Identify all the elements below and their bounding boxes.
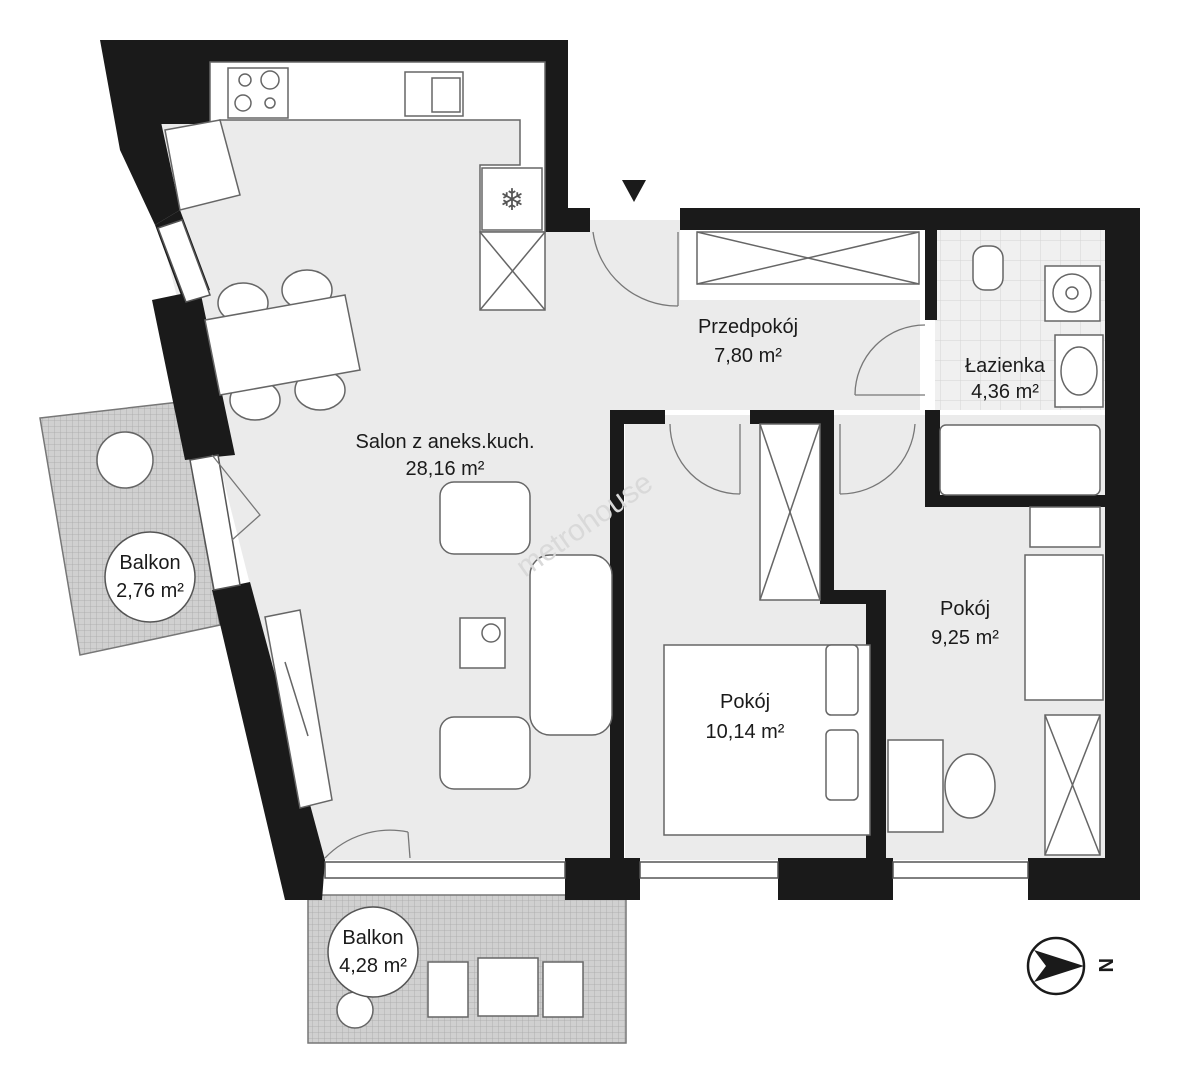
- pokoj-center-name: Pokój: [720, 691, 770, 713]
- balkon-bottom-area: 4,28 m²: [339, 955, 407, 977]
- pokoj-right-area: 9,25 m²: [931, 627, 999, 649]
- balkon-left-area: 2,76 m²: [116, 580, 184, 602]
- kitchen-counter: ❄: [164, 61, 546, 311]
- compass-north-label: N: [1094, 958, 1116, 972]
- svg-text:❄: ❄: [499, 184, 524, 217]
- lounge-furniture: [264, 481, 613, 809]
- balcony-furniture: [96, 431, 584, 1029]
- bedroom-furniture: [663, 423, 1104, 856]
- salon-name: Salon z aneks.kuch.: [356, 431, 535, 453]
- lazienka-name: Łazienka: [965, 355, 1046, 377]
- dining-table: [204, 269, 361, 421]
- pokoj-center-area: 10,14 m²: [706, 721, 785, 743]
- entrance-wardrobe: [696, 231, 920, 285]
- doors: [211, 231, 926, 859]
- balkon-left-name: Balkon: [119, 552, 180, 574]
- balcony-bottom-label-circle: [327, 906, 419, 998]
- pokoj-right-name: Pokój: [940, 598, 990, 620]
- balcony-left-label-circle: [104, 531, 196, 623]
- przedpokoj-area: 7,80 m²: [714, 345, 782, 367]
- entrance-arrow-icon: [622, 180, 646, 202]
- windows: [157, 219, 1029, 879]
- lazienka-area: 4,36 m²: [971, 381, 1039, 403]
- compass-icon: N: [1026, 936, 1116, 996]
- bathroom-fixtures: [939, 245, 1104, 496]
- salon-area: 28,16 m²: [406, 458, 485, 480]
- balkon-bottom-name: Balkon: [342, 927, 403, 949]
- walls: [100, 40, 1140, 900]
- przedpokoj-name: Przedpokój: [698, 316, 798, 338]
